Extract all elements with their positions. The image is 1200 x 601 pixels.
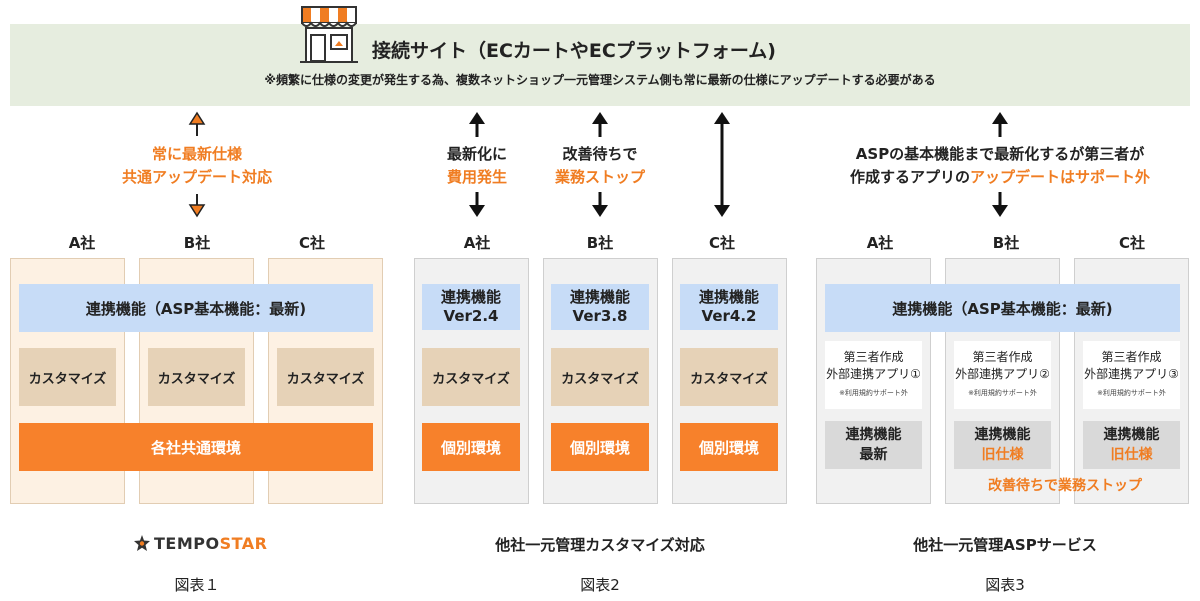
fig3-title: 他社一元管理ASPサービス	[913, 536, 1097, 554]
fig3-status-c-line1: 連携機能	[1103, 427, 1160, 443]
fig1-integration-box: 連携機能（ASP基本機能：最新)	[19, 284, 373, 332]
fig3-stop-note: 改善待ちで業務ストップ	[988, 478, 1142, 494]
fig3-arrow-line1: ASPの基本機能まで最新化するが第三者が	[855, 145, 1145, 163]
fig3-status-b-line2: 旧仕様	[981, 447, 1024, 463]
fig3-app-b-line1: 第三者作成	[972, 349, 1033, 364]
connection-site-banner	[10, 24, 1190, 106]
fig2-version-c: 連携機能 Ver4.2	[680, 284, 778, 330]
fig1-arrow-label-1: 常に最新仕様	[151, 145, 242, 163]
fig3-app-c-line2: 外部連携アプリ③	[1084, 366, 1179, 381]
fig2-arrow1-line1: 最新化に	[446, 145, 507, 163]
fig2-company-a: A社	[463, 234, 491, 252]
fig3-app-c-note: ※利用規約サポート外	[1097, 388, 1166, 397]
fig2-company-c: C社	[708, 234, 735, 252]
fig1-company-a: A社	[68, 234, 96, 252]
fig2-arrow2-line2: 業務ストップ	[554, 168, 645, 186]
tempostar-logo-icon	[134, 535, 150, 551]
fig3-app-b: 第三者作成 外部連携アプリ② ※利用規約サポート外	[954, 341, 1051, 409]
store-icon	[300, 6, 358, 63]
fig2-company-b: B社	[586, 234, 614, 252]
fig3-status-c-line2: 旧仕様	[1110, 447, 1153, 463]
fig2-environment-c: 個別環境	[680, 423, 778, 471]
fig3-status-b: 連携機能 旧仕様	[954, 421, 1051, 469]
fig2-version-a-line1: 連携機能	[440, 288, 501, 306]
fig3-app-a-line1: 第三者作成	[843, 349, 904, 364]
fig1-customize-a: カスタマイズ	[19, 348, 116, 406]
fig3-caption: 図表3	[985, 576, 1025, 594]
banner-note: ※頻繁に仕様の変更が発生する為、複数ネットショップ一元管理システム側も常に最新の…	[264, 73, 936, 87]
fig2-title: 他社一元管理カスタマイズ対応	[495, 536, 705, 554]
fig2-environment-a: 個別環境	[422, 423, 520, 471]
fig1-company-c: C社	[298, 234, 325, 252]
fig3-company-b: B社	[992, 234, 1020, 252]
fig3-arrow-line2: 作成するアプリのアップデートはサポート外	[800, 166, 1200, 188]
fig2-version-c-line1: 連携機能	[698, 288, 759, 306]
fig3-status-a-line2: 最新	[859, 447, 888, 463]
fig2-version-a: 連携機能 Ver2.4	[422, 284, 520, 330]
fig2-customize-c: カスタマイズ	[680, 348, 778, 406]
fig3-status-c: 連携機能 旧仕様	[1083, 421, 1180, 469]
fig2-arrow2-line1: 改善待ちで	[562, 145, 638, 163]
fig2-version-b: 連携機能 Ver3.8	[551, 284, 649, 330]
fig2-version-c-line2: Ver4.2	[701, 307, 757, 325]
fig2-caption: 図表2	[580, 576, 620, 594]
fig2-arrow1-line2: 費用発生	[446, 168, 507, 186]
fig3-arrow-line2-dark: 作成するアプリの	[849, 168, 970, 186]
fig1-caption: 図表１	[174, 576, 220, 594]
fig3-app-b-line2: 外部連携アプリ②	[955, 366, 1050, 381]
fig3-app-a: 第三者作成 外部連携アプリ① ※利用規約サポート外	[825, 341, 922, 409]
fig3-integration-box: 連携機能（ASP基本機能：最新)	[825, 284, 1180, 332]
fig1-customize-b: カスタマイズ	[148, 348, 245, 406]
fig3-status-a-line1: 連携機能	[845, 427, 902, 443]
fig3-company-c: C社	[1118, 234, 1145, 252]
fig2-customize-b: カスタマイズ	[551, 348, 649, 406]
fig2-version-a-line2: Ver2.4	[443, 307, 499, 325]
fig2-environment-b: 個別環境	[551, 423, 649, 471]
fig3-company-a: A社	[866, 234, 894, 252]
logo-text-dark: TEMPO	[154, 533, 220, 553]
fig1-customize-c: カスタマイズ	[277, 348, 374, 406]
fig1-shared-environment: 各社共通環境	[19, 423, 373, 471]
fig3-status-b-line1: 連携機能	[974, 427, 1031, 443]
fig3-app-a-line2: 外部連携アプリ①	[826, 366, 921, 381]
fig3-app-c-line1: 第三者作成	[1101, 349, 1162, 364]
logo-text-orange: STAR	[219, 533, 268, 553]
fig1-company-b: B社	[183, 234, 211, 252]
fig2-arrow-3	[714, 112, 730, 217]
banner-title: 接続サイト（ECカートやECプラットフォーム)	[372, 40, 776, 62]
fig3-app-b-note: ※利用規約サポート外	[968, 388, 1037, 397]
fig2-version-b-line1: 連携機能	[569, 288, 630, 306]
fig3-app-a-note: ※利用規約サポート外	[839, 388, 908, 397]
fig2-version-b-line2: Ver3.8	[572, 307, 628, 325]
fig2-customize-a: カスタマイズ	[422, 348, 520, 406]
fig3-app-c: 第三者作成 外部連携アプリ③ ※利用規約サポート外	[1083, 341, 1180, 409]
fig3-arrow-line2-orange: アップデートはサポート外	[970, 168, 1151, 186]
fig1-arrow-label-2: 共通アップデート対応	[121, 168, 272, 186]
fig3-status-a: 連携機能 最新	[825, 421, 922, 469]
